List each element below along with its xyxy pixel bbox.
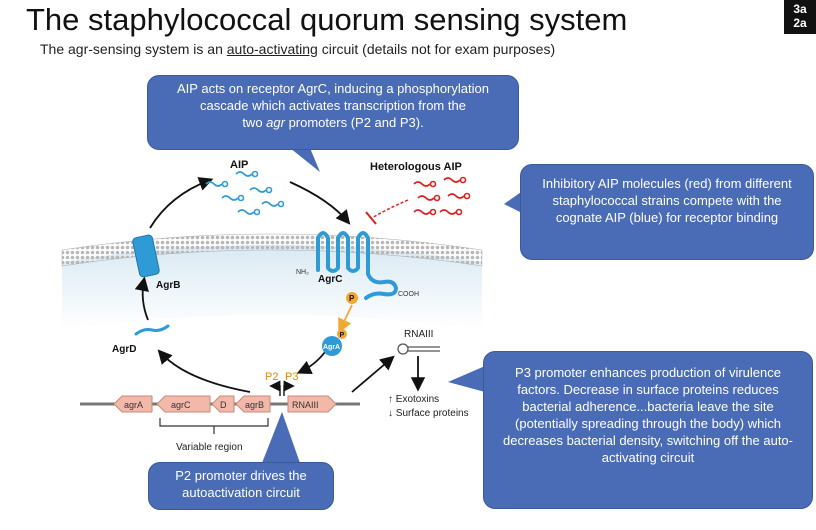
phosphate-agrc bbox=[346, 292, 358, 304]
callout-aip-line-3-suffix: promoters (P2 and P3). bbox=[284, 115, 424, 130]
heterologous-aip bbox=[443, 177, 461, 183]
aip-molecule bbox=[261, 201, 279, 207]
agrc-receptor bbox=[316, 231, 398, 300]
gene-rnaiii bbox=[287, 395, 337, 413]
aip-ring bbox=[237, 194, 245, 202]
callout-tail-inhibitory bbox=[504, 190, 524, 214]
heterologous-aip bbox=[417, 195, 435, 201]
rnaiii-hairpin-stem bbox=[408, 346, 440, 352]
p2-label: P2 bbox=[265, 371, 278, 383]
callout-aip-line-2: cascade which activates transcription fr… bbox=[200, 98, 466, 113]
aip-molecule bbox=[205, 181, 223, 187]
callout-tail-aip bbox=[290, 148, 320, 172]
phosphate-label-agra: P bbox=[340, 332, 345, 339]
heterologous-aip bbox=[413, 181, 431, 187]
phosphate-label-agrc: P bbox=[349, 294, 355, 303]
heterologous-aip-ring bbox=[459, 176, 467, 184]
arrow-rna-to-rnaiii bbox=[351, 355, 395, 393]
callout-aip-line-3-prefix: two bbox=[242, 115, 267, 130]
agra-protein bbox=[322, 336, 342, 356]
heterologous-aip-ring bbox=[429, 208, 437, 216]
heterologous-aip-label: Heterologous AIP bbox=[370, 161, 462, 173]
promoter-p3-arrow bbox=[283, 380, 295, 396]
arrow-agra-to-promoter bbox=[296, 351, 326, 374]
surface-proteins-text: Surface proteins bbox=[396, 408, 469, 419]
agrb-protein bbox=[132, 234, 160, 278]
cycle-arrow-agrd-to-agrb bbox=[134, 276, 149, 321]
aip-label: AIP bbox=[230, 159, 248, 171]
cooh-label: COOH bbox=[398, 291, 419, 298]
aip-ring bbox=[277, 200, 285, 208]
heterologous-aip bbox=[439, 209, 457, 215]
aip-molecules bbox=[205, 170, 285, 216]
rnaiii-hairpin-loop bbox=[397, 343, 409, 355]
promoter-p2-arrow bbox=[269, 380, 281, 396]
exotoxins-text: Exotoxins bbox=[396, 394, 439, 405]
cycle-arrow-agrb-to-aip bbox=[149, 177, 214, 229]
gene-agrd bbox=[211, 395, 235, 413]
gene-label-agra: agrA bbox=[124, 400, 143, 410]
nh2-label: NH₂ bbox=[296, 269, 309, 276]
agra-label: AgrA bbox=[323, 344, 340, 351]
slide-title: The staphylococcal quorum sensing system bbox=[26, 2, 628, 37]
variable-region-label: Variable region bbox=[176, 442, 243, 453]
gene-label-agrb: agrB bbox=[245, 400, 264, 410]
cell-membrane bbox=[61, 233, 483, 267]
aip-molecule bbox=[237, 209, 255, 215]
callout-inhibitory-aip: Inhibitory AIP molecules (red) from diff… bbox=[520, 164, 814, 260]
rnaiii-product-label: RNAIII bbox=[404, 329, 433, 340]
callout-tail-p2 bbox=[262, 412, 300, 463]
aip-ring bbox=[221, 180, 229, 188]
badge-line-2: 2a bbox=[793, 16, 807, 30]
aip-ring bbox=[251, 170, 259, 178]
heterologous-aip-ring bbox=[433, 194, 441, 202]
heterologous-aip bbox=[413, 209, 431, 215]
exotoxins-label: ↑ Exotoxins bbox=[388, 394, 439, 405]
subtitle-emphasis: auto-activating bbox=[226, 41, 318, 57]
gene-label-agrc: agrC bbox=[171, 400, 191, 410]
aip-molecule bbox=[221, 195, 239, 201]
agrd-label: AgrD bbox=[112, 344, 136, 355]
callout-aip-action: AIP acts on receptor AgrC, inducing a ph… bbox=[147, 75, 519, 150]
aip-molecule bbox=[235, 171, 253, 177]
badge-line-1: 3a bbox=[793, 2, 807, 16]
inhibition-bar bbox=[365, 211, 377, 225]
slide-subtitle: The agr-sensing system is an auto-activa… bbox=[40, 41, 555, 57]
subtitle-suffix: circuit (details not for exam purposes) bbox=[317, 41, 556, 57]
arrow-agrc-to-agra bbox=[338, 304, 353, 334]
subtitle-prefix: The agr-sensing system is an bbox=[40, 41, 227, 57]
agrd-peptide bbox=[134, 324, 170, 336]
cytoplasm bbox=[62, 245, 482, 330]
p3-label: P3 bbox=[285, 371, 298, 383]
heterologous-aip bbox=[447, 193, 465, 199]
heterologous-aip-ring bbox=[455, 208, 463, 216]
callout-aip-line-3-italic: agr bbox=[266, 115, 285, 130]
gene-agrc bbox=[156, 395, 211, 413]
heterologous-aip-molecules bbox=[413, 176, 471, 216]
surface-proteins-label: ↓ Surface proteins bbox=[388, 408, 469, 419]
agrb-label: AgrB bbox=[156, 280, 180, 291]
cycle-arrow-aip-to-agrc bbox=[289, 181, 351, 225]
heterologous-aip-ring bbox=[463, 192, 471, 200]
heterologous-aip-ring bbox=[429, 180, 437, 188]
aip-molecule bbox=[249, 187, 267, 193]
agrc-label: AgrC bbox=[318, 274, 342, 285]
callout-tail-p3 bbox=[448, 366, 485, 392]
inhibition-line bbox=[371, 199, 409, 219]
gene-agrb bbox=[235, 395, 271, 413]
callout-aip-line-3: two agr promoters (P2 and P3). bbox=[148, 114, 518, 131]
aip-ring bbox=[265, 186, 273, 194]
callout-aip-line-1: AIP acts on receptor AgrC, inducing a ph… bbox=[177, 81, 489, 96]
aip-ring bbox=[253, 208, 261, 216]
gene-label-rnaiii: RNAIII bbox=[292, 400, 319, 410]
callout-p2-promoter: P2 promoter drives the autoactivation ci… bbox=[148, 462, 334, 510]
callout-p3-promoter: P3 promoter enhances production of virul… bbox=[483, 351, 813, 509]
phosphate-agra bbox=[337, 329, 347, 339]
variable-region-bracket bbox=[159, 418, 269, 434]
cycle-arrow-genes-to-agrd bbox=[157, 349, 251, 393]
gene-label-agrd: D bbox=[220, 400, 227, 410]
gene-agra bbox=[113, 395, 153, 413]
